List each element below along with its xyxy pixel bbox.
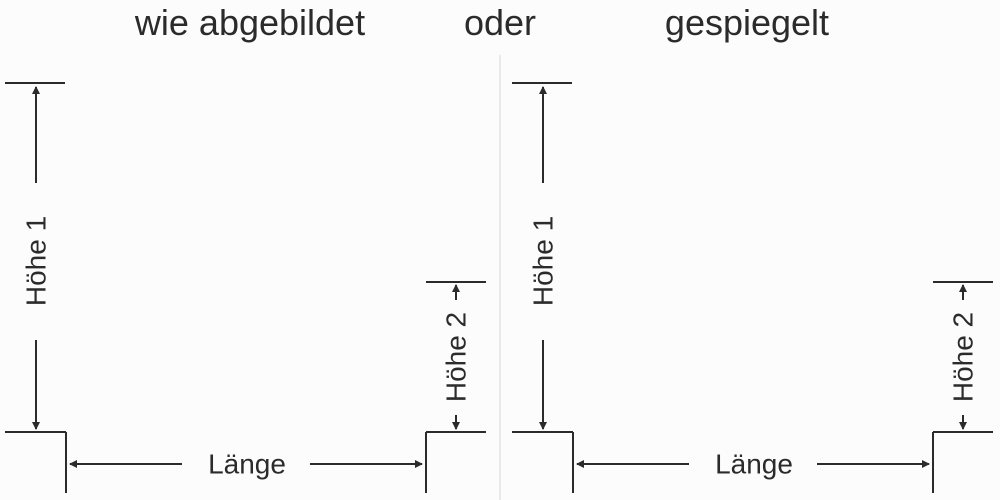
length-label: Länge	[208, 449, 286, 480]
title-as-shown: wie abgebildet	[134, 2, 366, 43]
title-mirrored: gespiegelt	[664, 2, 830, 43]
panel-mirrored: Höhe 1 Höhe 2 Länge	[512, 82, 993, 493]
height2-label: Höhe 2	[441, 312, 472, 402]
length-label: Länge	[715, 449, 793, 480]
height2-label: Höhe 2	[948, 312, 979, 402]
panel-as-shown: Höhe 1 Höhe 2 Länge	[5, 82, 486, 493]
height1-label: Höhe 1	[528, 216, 559, 306]
height1-label: Höhe 1	[21, 216, 52, 306]
title-or: oder	[463, 2, 537, 43]
